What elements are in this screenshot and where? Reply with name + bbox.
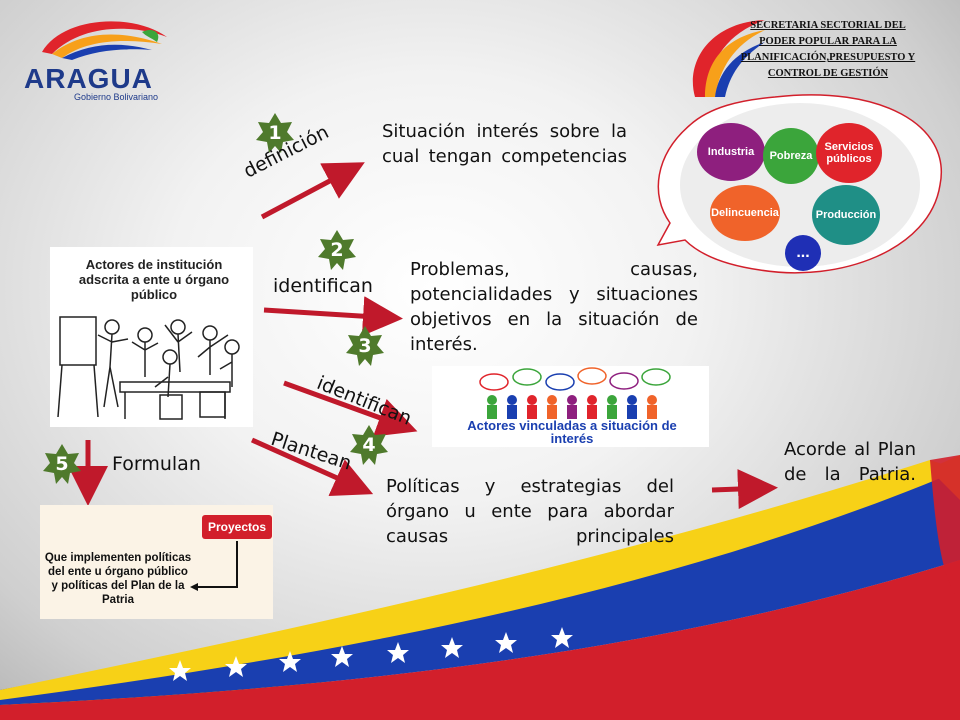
label-formulan: Formulan <box>112 453 201 475</box>
actores-institucion-title: Actores de institución adscrita a ente u… <box>78 257 230 302</box>
corner-arrow-icon <box>190 541 238 591</box>
arrow-identifican-2 <box>283 380 418 437</box>
step-star-5-icon <box>43 444 81 484</box>
proyectos-panel: Proyectos Que implementen políticas del … <box>40 505 273 619</box>
text-acorde-plan-patria: Acorde al Plan de la Patria. <box>784 439 916 485</box>
step-star-3-icon <box>346 326 384 366</box>
flag-star-icon <box>279 651 301 672</box>
flag-star-icon <box>169 660 191 681</box>
arrow-identifican-1 <box>263 296 403 337</box>
flag-star-icon <box>225 656 247 677</box>
topic-delincuencia: Delincuencia <box>710 185 780 241</box>
label-identifican-1: identifican <box>273 275 373 297</box>
aragua-swoosh-icon <box>42 21 167 60</box>
people-speech-illustration <box>479 367 671 419</box>
aragua-logo-text: ARAGUA <box>24 63 153 94</box>
arrow-acorde <box>711 469 778 510</box>
arrow-plantean <box>250 437 374 497</box>
step-star-4-icon <box>350 425 388 465</box>
step-number-5: 5 <box>55 453 69 475</box>
topic-pobreza: Pobreza <box>763 128 819 184</box>
proyectos-text: Que implementen políticas del ente u órg… <box>44 552 192 606</box>
proyectos-badge: Proyectos <box>202 515 273 539</box>
flag-star-icon <box>495 632 517 653</box>
step-number-3: 3 <box>358 335 372 357</box>
topics-bubble: Industria Pobreza Servicios públicos Del… <box>640 85 960 285</box>
topic-more: ... <box>785 235 821 271</box>
step-star-2-icon <box>318 230 356 270</box>
step-number-2: 2 <box>330 239 344 261</box>
step-number-1: 1 <box>268 122 282 144</box>
text-politicas-estrategias: Políticas y estrategias del órgano u ent… <box>386 476 674 547</box>
topic-servicios-publicos: Servicios públicos <box>816 123 882 183</box>
actores-institucion-panel: Actores de institución adscrita a ente u… <box>50 247 253 427</box>
people-meeting-illustration <box>57 316 240 420</box>
step-number-4: 4 <box>362 434 376 456</box>
topic-produccion: Producción <box>812 185 880 245</box>
flag-star-icon <box>551 627 573 648</box>
secretaria-swoosh-icon <box>692 20 765 97</box>
aragua-logo: ARAGUA Gobierno Bolivariano <box>22 12 182 102</box>
topic-industria: Industria <box>697 123 765 181</box>
flag-star-icon <box>387 642 409 663</box>
aragua-logo-subtitle: Gobierno Bolivariano <box>74 92 159 102</box>
step-star-1-icon <box>256 113 294 153</box>
actores-vinculadas-title: Actores vinculadas a situación de interé… <box>467 418 677 446</box>
arrow-definicion <box>260 162 365 220</box>
secretaria-title: SECRETARIA SECTORIAL DEL PODER POPULAR P… <box>740 20 916 79</box>
actores-vinculadas-panel: Actores vinculadas a situación de interé… <box>432 366 709 447</box>
flag-star-icon <box>331 646 353 667</box>
flag-star-icon <box>441 637 463 658</box>
text-problemas-causas: Problemas, causas, potencialidades y sit… <box>410 259 698 355</box>
text-situacion-interes: Situación interés sobre la cual tengan c… <box>382 121 627 167</box>
